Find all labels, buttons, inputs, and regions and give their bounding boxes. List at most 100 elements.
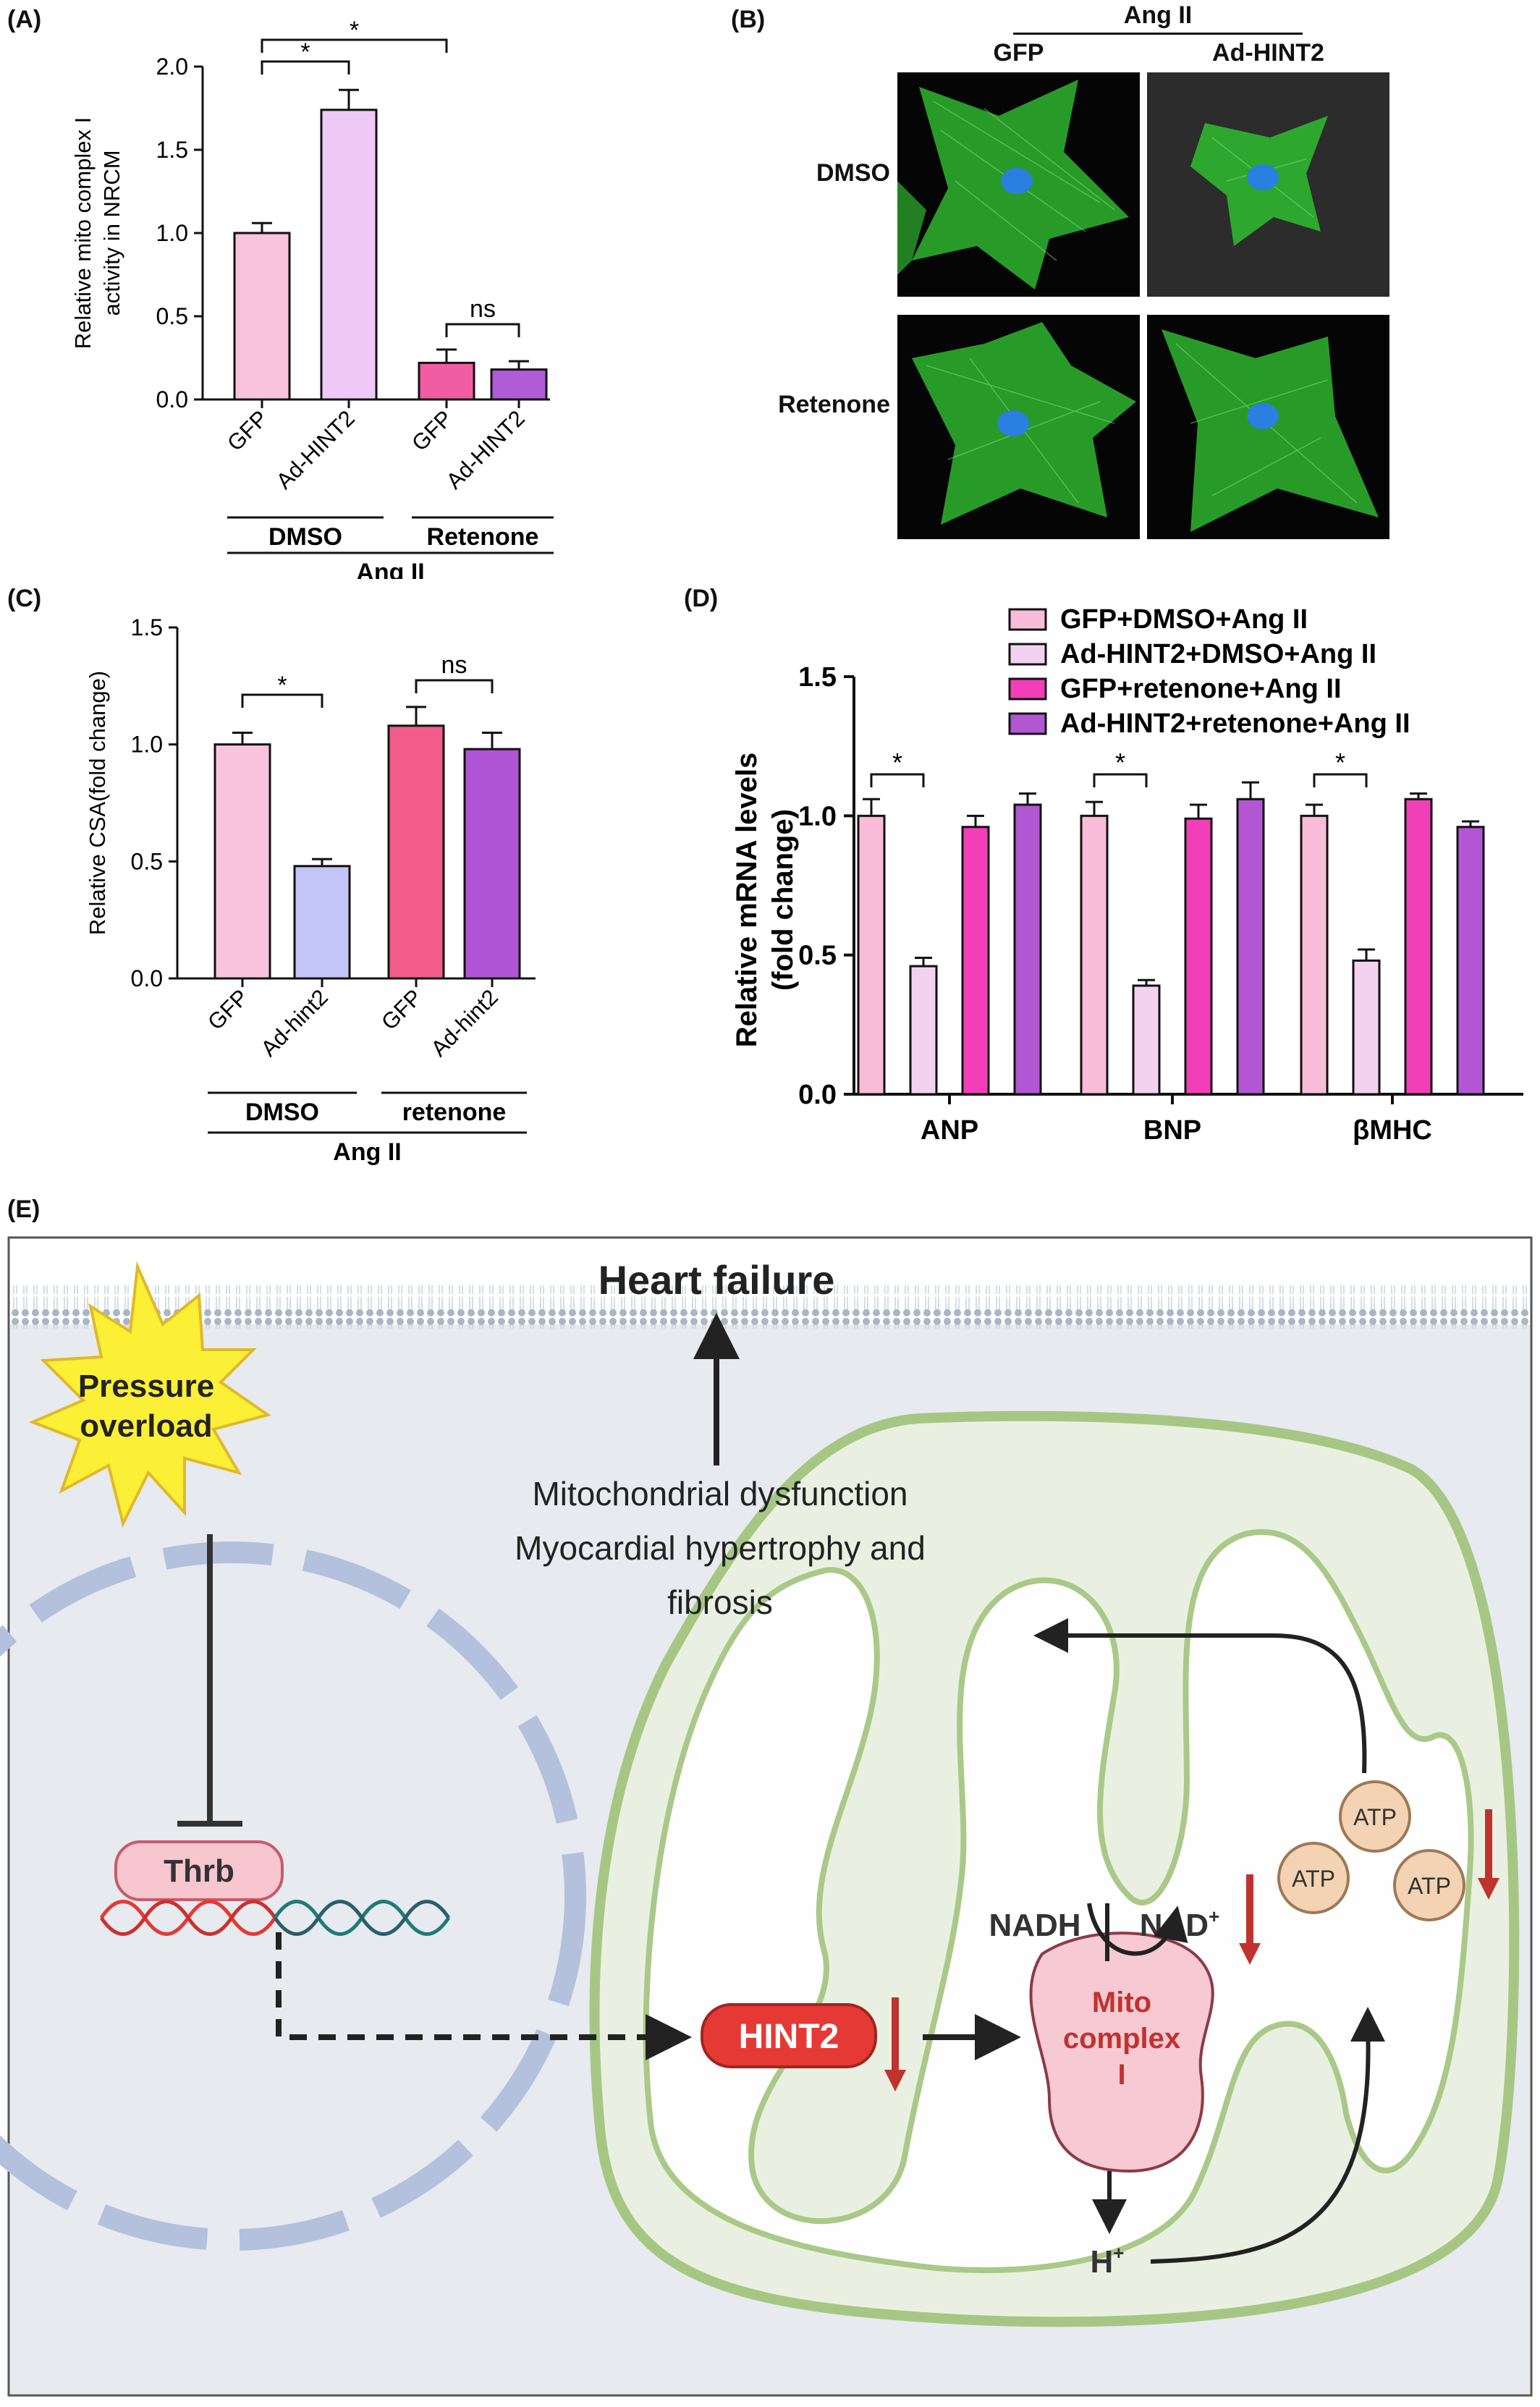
microscopy-panel: Ang II GFP Ad-HINT2 DMSO Retenone bbox=[778, 1, 1404, 543]
bar bbox=[857, 814, 886, 1096]
legend-swatch bbox=[1008, 643, 1047, 666]
bar bbox=[961, 826, 990, 1096]
y-tick-label: 1.0 bbox=[131, 732, 163, 758]
atp-label: ATP bbox=[1353, 1804, 1397, 1830]
significance-bracket bbox=[261, 60, 350, 75]
atp-icon bbox=[1277, 1842, 1350, 1914]
significance-bracket bbox=[261, 38, 448, 53]
y-tick-label: 1.5 bbox=[156, 137, 188, 163]
bar bbox=[233, 232, 291, 401]
mitochondrion bbox=[589, 1410, 1520, 2327]
y-tick-label: 0.5 bbox=[798, 941, 837, 971]
y-tick-label: 1.5 bbox=[131, 614, 163, 640]
significance-label: * bbox=[892, 748, 902, 777]
atp-label: ATP bbox=[1292, 1866, 1335, 1892]
legend-label: Ad-HINT2+DMSO+Ang II bbox=[1060, 639, 1376, 669]
micro-col-gfp: GFP bbox=[993, 39, 1044, 67]
legend-label: Ad-HINT2+retenone+Ang II bbox=[1060, 708, 1410, 739]
significance-bracket bbox=[1313, 773, 1368, 787]
significance-label: ns bbox=[470, 295, 496, 323]
panel-d-label: (D) bbox=[684, 585, 719, 612]
group-label: retenone bbox=[402, 1099, 507, 1126]
y-axis-label: Relative CSA(fold change) bbox=[85, 671, 110, 935]
x-tick-label: Ad-HINT2 bbox=[441, 405, 530, 494]
y-tick-label: 1.0 bbox=[798, 801, 837, 832]
outcome-line-3: fibrosis bbox=[667, 1583, 773, 1621]
bar bbox=[1456, 826, 1485, 1096]
bar bbox=[909, 965, 938, 1096]
y-tick-label: 0.5 bbox=[131, 848, 163, 874]
bar bbox=[1404, 798, 1433, 1096]
atp-icon bbox=[1393, 1849, 1465, 1921]
micro-image-ad-hint2-retenone bbox=[1147, 315, 1389, 539]
significance-bracket bbox=[415, 679, 494, 693]
significance-bracket bbox=[870, 773, 925, 787]
bar bbox=[293, 865, 351, 980]
micro-row-retenone: Retenone bbox=[778, 391, 890, 418]
atp-label: ATP bbox=[1408, 1873, 1451, 1899]
panel-b-label: (B) bbox=[731, 6, 766, 33]
significance-label: * bbox=[300, 38, 310, 66]
x-tick-label: GFP bbox=[376, 984, 427, 1035]
micro-row-dmso: DMSO bbox=[816, 159, 890, 187]
pressure-overload-star bbox=[28, 1261, 271, 1528]
bar bbox=[1352, 959, 1381, 1096]
group-label: Retenone bbox=[427, 523, 539, 551]
bar bbox=[320, 109, 378, 401]
complex-label-1: Mito bbox=[1092, 1987, 1151, 2018]
bar bbox=[463, 748, 521, 980]
bar bbox=[387, 724, 445, 980]
micro-image-ad-hint2-dmso bbox=[1147, 72, 1389, 297]
micro-image-gfp-retenone bbox=[897, 315, 1140, 539]
atp-icon bbox=[1339, 1780, 1411, 1853]
legend-swatch bbox=[1008, 608, 1047, 631]
y-tick-label: 0.0 bbox=[798, 1080, 837, 1110]
y-tick-label: 1.5 bbox=[798, 662, 837, 693]
legend-label: GFP+DMSO+Ang II bbox=[1060, 604, 1308, 635]
significance-bracket bbox=[1093, 773, 1148, 787]
bar bbox=[1132, 984, 1161, 1096]
y-axis-label: (fold change) bbox=[767, 809, 799, 991]
x-tick-label: GFP bbox=[203, 984, 253, 1035]
nucleus bbox=[0, 1541, 586, 2251]
bar bbox=[1013, 803, 1042, 1096]
outcome-line-1: Mitochondrial dysfunction bbox=[532, 1475, 908, 1513]
y-axis-label: activity in NRCM bbox=[99, 150, 124, 316]
legend-swatch bbox=[1008, 677, 1047, 701]
thrb-box bbox=[114, 1840, 284, 1901]
x-tick-label: Ad-HINT2 bbox=[271, 405, 360, 494]
bar bbox=[1300, 814, 1329, 1096]
pressure-label-1: Pressure bbox=[78, 1369, 214, 1404]
heart-failure-label: Heart failure bbox=[598, 1257, 835, 1303]
x-tick-label: GFP bbox=[407, 405, 457, 456]
hint2-box bbox=[701, 2003, 877, 2068]
panel-a-label: (A) bbox=[7, 6, 42, 33]
x-tick-label: Ad-hint2 bbox=[256, 984, 333, 1061]
panel-c-label: (C) bbox=[7, 585, 42, 612]
pathway-schematic: Pressure overload Thrb HINT2 Mito comple… bbox=[0, 1236, 1533, 2397]
significance-label: * bbox=[350, 17, 359, 44]
group-label: DMSO bbox=[245, 1099, 319, 1126]
atp-group: ATP ATP ATP bbox=[1277, 1780, 1465, 1921]
bar bbox=[1236, 798, 1265, 1096]
complex-label-2: complex bbox=[1063, 2023, 1180, 2055]
micro-col-ad-hint2: Ad-HINT2 bbox=[1212, 39, 1324, 67]
bar bbox=[1184, 817, 1213, 1096]
y-tick-label: 1.0 bbox=[156, 220, 188, 246]
significance-bracket bbox=[241, 693, 323, 708]
bar bbox=[1080, 814, 1109, 1096]
x-tick-label: ANP bbox=[921, 1115, 978, 1146]
bar bbox=[213, 743, 271, 980]
y-tick-label: 0.0 bbox=[156, 386, 188, 413]
significance-label: * bbox=[1335, 748, 1345, 777]
y-axis-label: Relative mRNA levels bbox=[731, 753, 763, 1048]
legend-label: GFP+retenone+Ang II bbox=[1060, 674, 1342, 704]
complex-label-3: I bbox=[1117, 2059, 1125, 2091]
bar bbox=[418, 361, 475, 401]
x-tick-label: GFP bbox=[222, 405, 273, 456]
bar bbox=[490, 368, 548, 401]
nadh-label: NADH bbox=[989, 1908, 1080, 1943]
